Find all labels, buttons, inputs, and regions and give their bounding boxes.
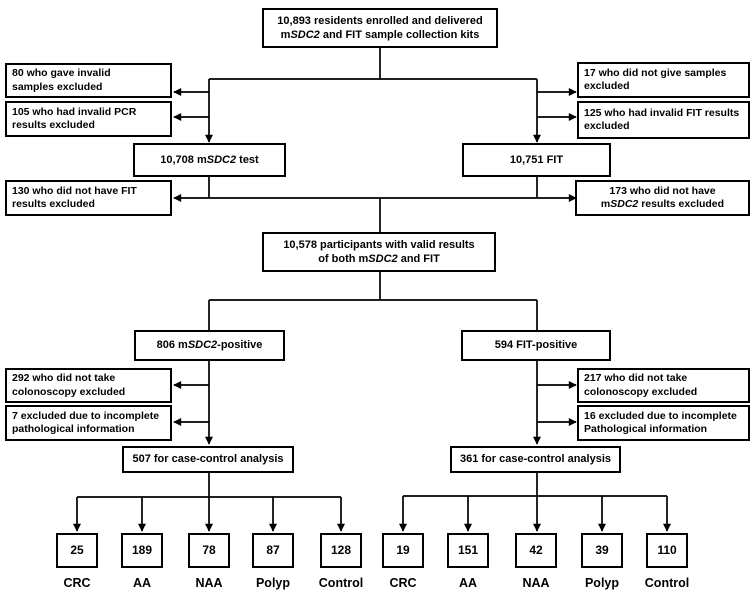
caption-msdc2-polyp: Polyp [255,576,291,590]
box-count-fit-control: 110 [646,533,688,568]
box-count-msdc2-aa: 189 [121,533,163,568]
caption-fit-naa: NAA [522,576,550,590]
box-msdc2-test: 10,708 mSDC2 test [133,143,286,177]
box-count-fit-polyp: 39 [581,533,623,568]
caption-msdc2-crc: CRC [63,576,91,590]
box-excl-invalid-pcr: 105 who had invalid PCR results excluded [5,101,172,137]
box-excl-pathology-left: 7 excluded due to incomplete pathologica… [5,405,172,441]
caption-msdc2-aa: AA [132,576,152,590]
box-case-control-361: 361 for case-control analysis [450,446,621,473]
caption-fit-crc: CRC [389,576,417,590]
box-fit-positive: 594 FIT-positive [461,330,611,361]
box-count-msdc2-polyp: 87 [252,533,294,568]
box-enrolled-line2: mSDC2 and FIT sample collection kits [280,29,480,41]
box-count-msdc2-crc: 25 [56,533,98,568]
box-count-fit-naa: 42 [515,533,557,568]
box-excl-colonoscopy-left: 292 who did not take colonoscopy exclude… [5,368,172,403]
box-excl-colonoscopy-right: 217 who did not take colonoscopy exclude… [577,368,750,403]
box-excl-invalid-samples: 80 who gave invalid samples excluded [5,63,172,98]
box-case-control-507: 507 for case-control analysis [122,446,294,473]
box-count-msdc2-control: 128 [320,533,362,568]
caption-msdc2-naa: NAA [195,576,223,590]
caption-msdc2-control: Control [318,576,364,590]
box-excl-no-msdc2: 173 who did not have mSDC2 results exclu… [575,180,750,216]
box-count-msdc2-naa: 78 [188,533,230,568]
box-enrolled-line1: 10,893 residents enrolled and delivered [277,14,483,27]
caption-fit-control: Control [644,576,690,590]
box-valid-both: 10,578 participants with valid results o… [262,232,496,272]
box-excl-no-fit: 130 who did not have FIT results exclude… [5,180,172,216]
box-excl-invalid-fit: 125 who had invalid FIT results excluded [577,101,750,139]
box-enrolled: 10,893 residents enrolled and delivered … [262,8,498,48]
box-excl-no-samples: 17 who did not give samples excluded [577,62,750,98]
box-fit-test: 10,751 FIT [462,143,611,177]
box-count-fit-crc: 19 [382,533,424,568]
caption-fit-aa: AA [458,576,478,590]
box-count-fit-aa: 151 [447,533,489,568]
caption-fit-polyp: Polyp [584,576,620,590]
box-msdc2-positive: 806 mSDC2-positive [134,330,285,361]
box-excl-pathology-right: 16 excluded due to incomplete Pathologic… [577,405,750,441]
